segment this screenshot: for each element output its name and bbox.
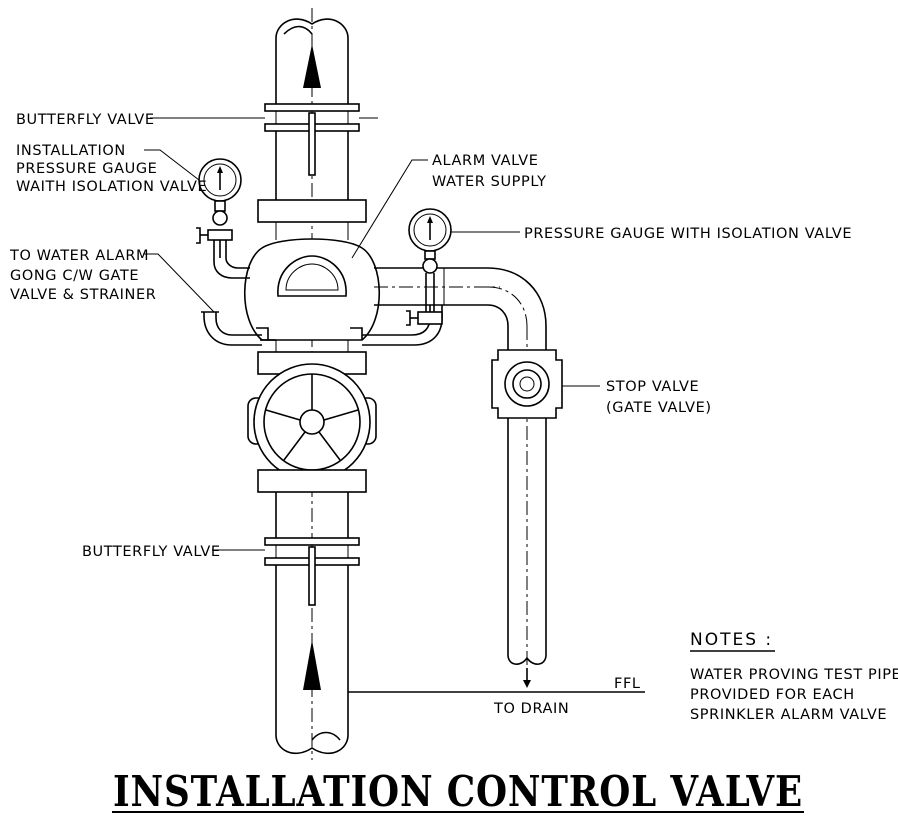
label-butterfly-valve-top: BUTTERFLY VALVE bbox=[16, 112, 155, 128]
page-title: INSTALLATION CONTROL VALVE bbox=[113, 767, 803, 816]
lower-flange bbox=[257, 469, 367, 493]
label-stop-valve-1: STOP VALVE bbox=[606, 379, 699, 395]
butterfly-valve-top bbox=[264, 103, 378, 176]
label-ffl: FFL bbox=[614, 676, 641, 692]
label-water-alarm-3: VALVE & STRAINER bbox=[10, 287, 156, 303]
stop-valve bbox=[491, 349, 563, 419]
test-pipe-branch bbox=[362, 267, 547, 688]
label-to-drain: TO DRAIN bbox=[493, 701, 569, 717]
label-installation-gauge-3: WAITH ISOLATION VALVE bbox=[16, 179, 207, 195]
label-stop-valve-2: (GATE VALVE) bbox=[606, 400, 712, 416]
main-gate-valve bbox=[247, 363, 377, 481]
alarm-valve-body bbox=[244, 238, 380, 341]
label-installation-gauge-1: INSTALLATION bbox=[16, 143, 126, 159]
label-alarm-valve-1: ALARM VALVE bbox=[432, 153, 539, 169]
label-water-alarm-2: GONG C/W GATE bbox=[10, 268, 139, 284]
label-installation-gauge-2: PRESSURE GAUGE bbox=[16, 161, 157, 177]
label-butterfly-valve-bottom: BUTTERFLY VALVE bbox=[82, 544, 221, 560]
notes-line-2: PROVIDED FOR EACH bbox=[690, 687, 855, 703]
butterfly-valve-bottom bbox=[264, 537, 360, 606]
notes-line-1: WATER PROVING TEST PIPE bbox=[690, 667, 898, 683]
title-block: INSTALLATION CONTROL VALVE bbox=[112, 767, 804, 816]
label-water-alarm-1: TO WATER ALARM bbox=[9, 248, 149, 264]
notes-line-3: SPRINKLER ALARM VALVE bbox=[690, 707, 887, 723]
notes-block: NOTES : WATER PROVING TEST PIPE PROVIDED… bbox=[690, 630, 898, 723]
notes-heading: NOTES : bbox=[690, 630, 773, 650]
installation-pressure-gauge bbox=[196, 158, 250, 279]
leader-lines bbox=[143, 117, 600, 551]
label-alarm-valve-2: WATER SUPPLY bbox=[432, 174, 547, 190]
upper-flange bbox=[257, 199, 367, 240]
main-riser-pipe bbox=[275, 18, 349, 754]
right-pressure-gauge bbox=[406, 208, 452, 326]
water-alarm-gong-pipe bbox=[201, 311, 363, 346]
label-pressure-gauge: PRESSURE GAUGE WITH ISOLATION VALVE bbox=[524, 226, 852, 242]
